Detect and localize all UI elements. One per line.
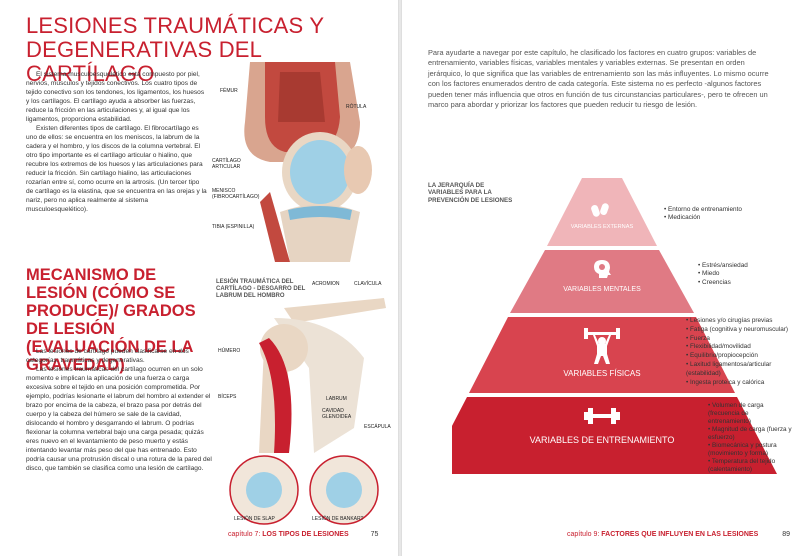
footer-chapter-name: LOS TIPOS DE LESIONES	[262, 531, 349, 538]
label-acromion: ACROMION	[312, 281, 340, 287]
shoulder-illustration: ACROMION CLAVÍCULA HÚMERO BÍCEPS LABRUM …	[214, 278, 394, 526]
paragraph: Las lesiones traumáticas del cartílago o…	[26, 366, 212, 472]
right-page: Para ayudarte a navegar por este capítul…	[402, 0, 800, 556]
footer-chapter: capítulo 9:	[567, 531, 600, 538]
footer-chapter-name: FACTORES QUE INFLUYEN EN LAS LESIONES	[601, 531, 759, 538]
page-number: 75	[370, 531, 379, 538]
tier-label-externas: VARIABLES EXTERNAS	[570, 224, 634, 230]
label-femur: FÉMUR	[220, 88, 238, 94]
tier-label-fisicas: VARIABLES FÍSICAS	[563, 369, 641, 378]
label-slap: LESIÓN DE SLAP	[234, 516, 275, 522]
tier-label-entrenamiento: VARIABLES DE ENTRENAMIENTO	[529, 435, 675, 445]
label-menisco: MENISCO (FIBROCARTÍLAGO)	[212, 188, 260, 200]
list-item: • Laxitud ligamentosa/articular (estabil…	[686, 360, 772, 377]
list-item: • Lesiones y/o cirugías previas	[686, 317, 773, 324]
list-item: • Fatiga (cognitiva y neuromuscular)	[686, 325, 789, 333]
label-labrum: LABRUM	[326, 396, 347, 402]
label-cavidad: CAVIDAD GLENOIDEA	[322, 408, 352, 420]
list-item: • Magnitud de carga (fuerza y esfuerzo)	[708, 426, 792, 441]
label-cartilago: CARTÍLAGO ARTICULAR	[212, 158, 241, 170]
footer-right: capítulo 9: FACTORES QUE INFLUYEN EN LAS…	[567, 531, 790, 538]
list-item: • Creencias	[698, 278, 731, 286]
list-item: • Estrés/ansiedad	[698, 262, 748, 269]
pills-icon	[591, 203, 609, 217]
list-item: • Miedo	[698, 270, 720, 278]
paragraph: El sistema musculoesquelético está compu…	[26, 71, 205, 123]
tier-items-externas: • Entorno de entrenamiento • Medicación	[664, 206, 742, 223]
paragraph: Existen diferentes tipos de cartílago. E…	[26, 125, 207, 213]
list-item: • Flexibilidad/movilidad	[686, 343, 751, 351]
chapter-title: LESIONES TRAUMÁTICAS Y DEGENERATIVAS DEL…	[26, 13, 324, 86]
pyramid-title: LA JERARQUÍA DE VARIABLES PARA LA PREVEN…	[428, 182, 513, 204]
list-item: • Ingesta proteica y calórica	[686, 378, 765, 386]
shoulder-caption: LESIÓN TRAUMÁTICA DEL CARTÍLAGO - DESGAR…	[216, 279, 306, 299]
tier-label-mentales: VARIABLES MENTALES	[563, 286, 641, 293]
intro-text-column: El sistema musculoesquelético está compu…	[26, 70, 208, 214]
weightlifter-icon	[584, 328, 620, 364]
label-tibia: TIBIA (ESPINILLA)	[212, 224, 255, 230]
tier-items-mentales: • Estrés/ansiedad • Miedo • Creencias	[698, 262, 748, 287]
label-rotula: RÓTULA	[346, 104, 367, 110]
left-page: LESIONES TRAUMÁTICAS Y DEGENERATIVAS DEL…	[0, 0, 398, 556]
knee-illustration: FÉMUR RÓTULA CARTÍLAGO ARTICULAR MENISCO…	[210, 62, 390, 262]
label-biceps: BÍCEPS	[218, 394, 237, 400]
list-item: • Fuerza	[686, 334, 710, 342]
footer-left: capítulo 7: LOS TIPOS DE LESIONES 75	[228, 531, 378, 538]
tier-items-entrenamiento: • Volumen de carga (frecuencia de entren…	[708, 402, 792, 474]
list-item: • Equilibrio/propiocepción	[686, 352, 758, 360]
intro-paragraph: Para ayudarte a navegar por este capítul…	[428, 48, 769, 110]
label-clavicula: CLAVÍCULA	[354, 281, 382, 287]
tier-items-fisicas: • Lesiones y/o cirugías previas • Fatiga…	[686, 317, 788, 387]
list-item: • Medicación	[664, 214, 701, 222]
dumbbell-icon	[584, 408, 620, 424]
mechanism-text-column: Las lesiones de cartílago pueden clasifi…	[26, 347, 214, 473]
label-escapula: ESCÁPULA	[364, 424, 391, 430]
section-heading: MECANISMO DE LESIÓN (CÓMO SE PRODUCE)/ G…	[26, 266, 196, 374]
list-item: • Temperatura del tejido (calentamiento)	[708, 458, 776, 473]
hierarchy-pyramid: VARIABLES EXTERNAS VARIABLES MENTALES VA…	[452, 178, 792, 478]
paragraph: Las lesiones de cartílago pueden clasifi…	[26, 348, 189, 364]
list-item: • Volumen de carga (frecuencia de entren…	[708, 402, 764, 425]
label-humero: HÚMERO	[218, 348, 241, 354]
page-number: 89	[782, 531, 791, 538]
footer-chapter: capítulo 7:	[228, 531, 261, 538]
label-bankart: LESIÓN DE BANKART	[312, 516, 364, 522]
list-item: • Biomecánica y postura (movimiento y fo…	[708, 442, 777, 457]
book-gutter	[398, 0, 402, 556]
head-icon	[594, 260, 611, 278]
list-item: • Entorno de entrenamiento	[664, 206, 742, 213]
